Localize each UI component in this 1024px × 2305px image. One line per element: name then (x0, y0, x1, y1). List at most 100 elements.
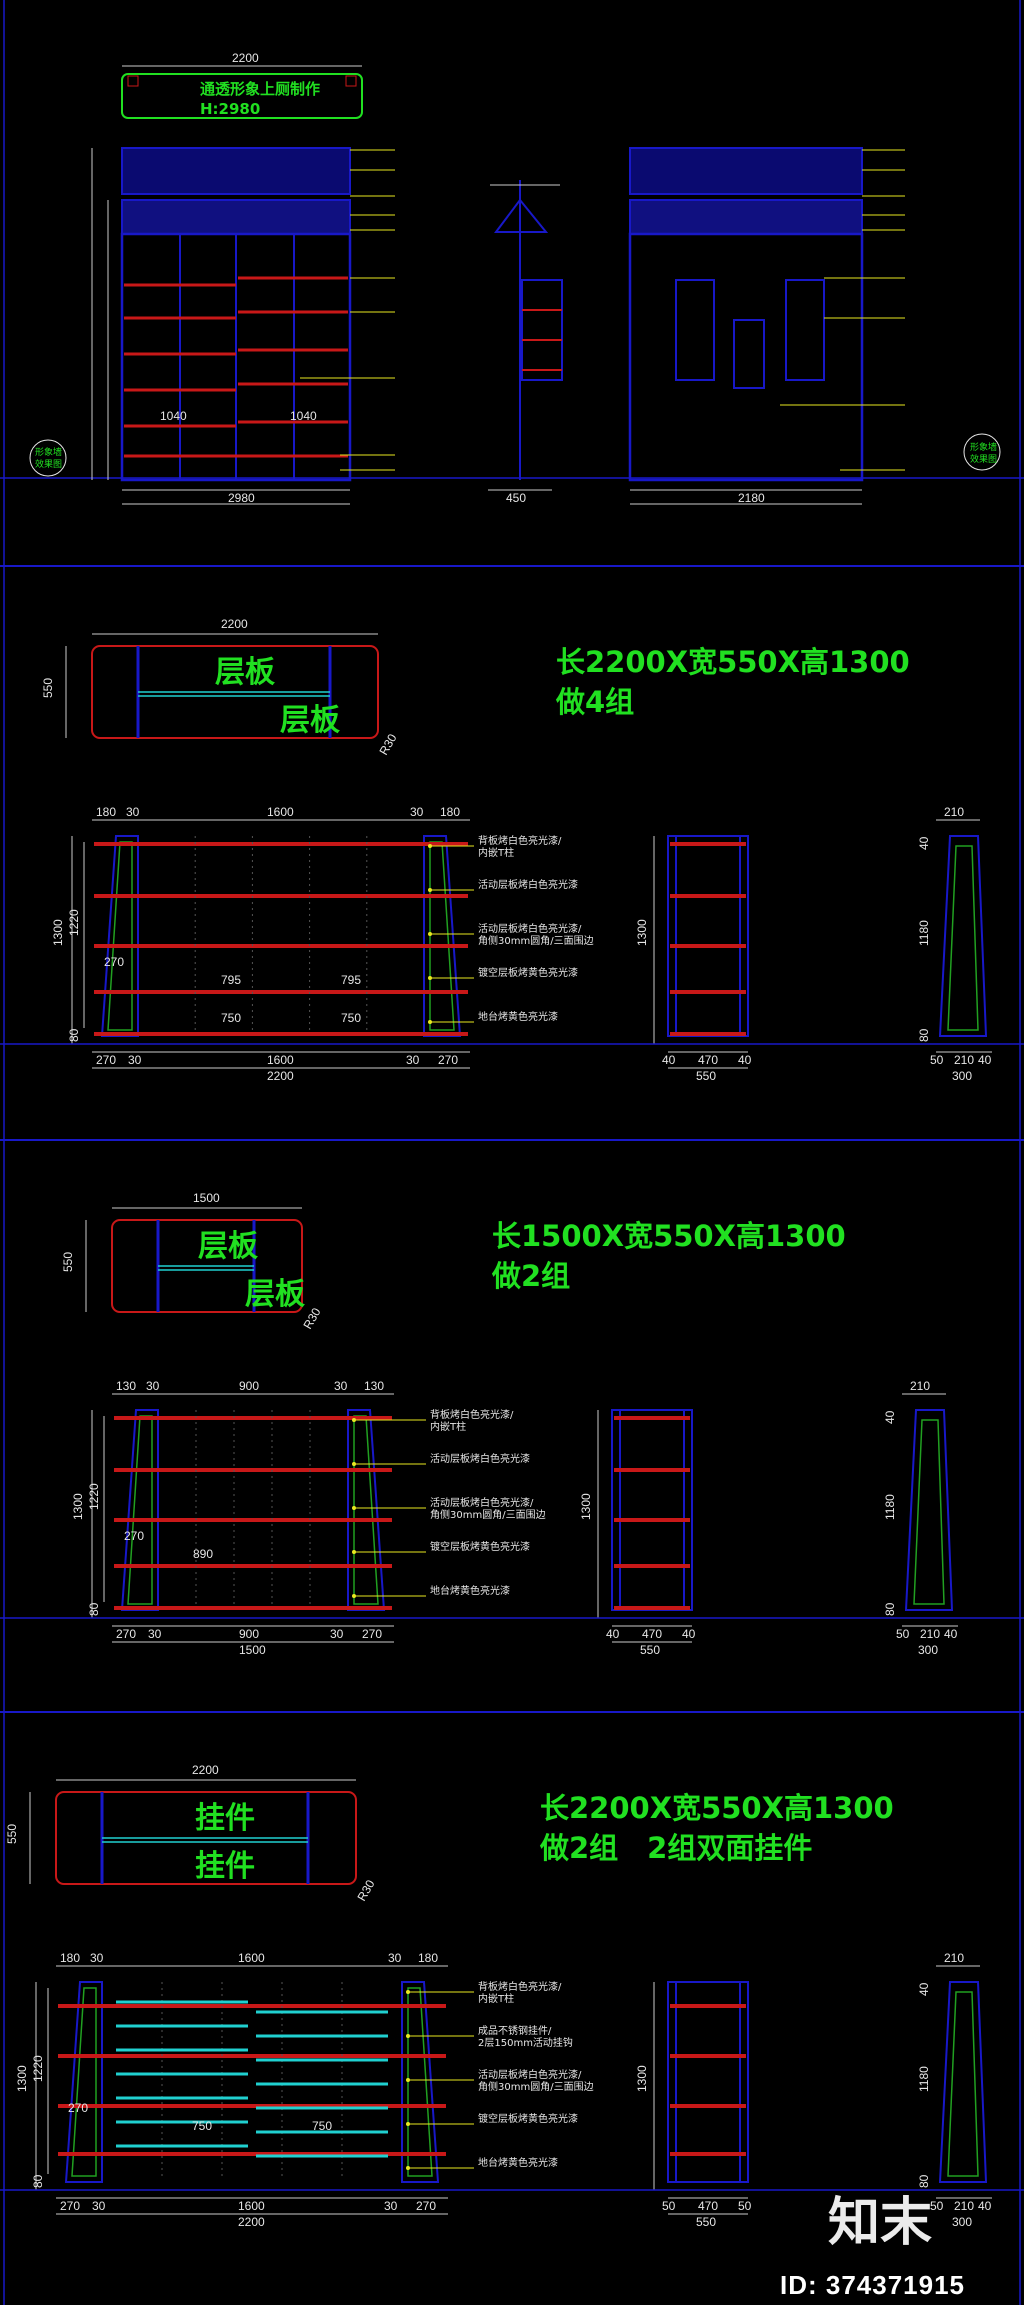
end-base: 80 (917, 1028, 931, 1042)
plan-label-top: 层板 (198, 1229, 258, 1264)
inner-dim-left: 270 (104, 955, 124, 969)
bottom-dim-value: 30 (148, 1627, 162, 1641)
spec-line-1: 长2200X宽550X高1300 (540, 1791, 894, 1825)
note-text: 活动层板烤白色亮光漆/ (430, 1496, 534, 1509)
leader-dot (352, 1418, 356, 1422)
leader-dot (406, 1990, 410, 1994)
plan-corner-tag: R30 (354, 1877, 377, 1903)
side-panel-right-inner (407, 1987, 433, 2177)
bottom-dim-value: 30 (128, 1053, 142, 1067)
note-text: 背板烤白色亮光漆/ (430, 1408, 514, 1421)
svg-text:形象墙: 形象墙 (35, 446, 62, 458)
watermark-logo: 知末 (828, 2193, 933, 2253)
plan-width-label: 1500 (193, 1191, 220, 1205)
note-text: 角侧30mm圆角/三面围边 (478, 934, 594, 947)
spec-line-2: 做2组 2组双面挂件 (539, 1831, 812, 1865)
end-dim: 210 (920, 1627, 940, 1641)
top-elevation-back: 2180 形象墙 效果图 (628, 147, 1001, 505)
end-total: 300 (918, 1643, 938, 1657)
inner-dim: 750 (341, 1011, 361, 1025)
end-base: 80 (917, 2174, 931, 2188)
end-total: 300 (952, 1069, 972, 1083)
plan-corner-tag: R30 (376, 731, 399, 757)
end-dim: 50 (896, 1627, 910, 1641)
dim-top: 2200 (232, 51, 259, 65)
end-height: 1180 (917, 920, 931, 946)
side-dim: 50 (662, 2199, 676, 2213)
dim-back-width: 2180 (738, 491, 765, 505)
bottom-dim-value: 900 (239, 1627, 259, 1641)
side-panel-right-inner (353, 1415, 379, 1605)
inner-dim: 750 (192, 2119, 212, 2133)
top-dim-value: 180 (440, 805, 460, 819)
spec-line-2: 做2组 (491, 1259, 570, 1293)
banner-corner (345, 75, 357, 87)
bottom-dim-value: 270 (362, 1627, 382, 1641)
note-text: 地台烤黄色亮光漆 (430, 1584, 510, 1597)
side-dim: 470 (642, 1627, 662, 1641)
bottom-total: 2200 (267, 1069, 294, 1083)
note-text: 角侧30mm圆角/三面围边 (478, 2080, 594, 2093)
leader-dot (406, 2122, 410, 2126)
end-dim: 210 (954, 1053, 974, 1067)
side-panel-right (401, 1981, 440, 2183)
bottom-dim-value: 270 (438, 1053, 458, 1067)
top-dim-value: 130 (116, 1379, 136, 1393)
inner-dim: 750 (312, 2119, 332, 2133)
note-text: 镀空层板烤黄色亮光漆 (478, 2112, 578, 2125)
end-base: 80 (883, 1602, 897, 1616)
side-panel-left-inner (71, 1987, 97, 2177)
side-dim: 470 (698, 1053, 718, 1067)
leader-dot (352, 1506, 356, 1510)
leader-dot (428, 888, 432, 892)
plan-depth-label: 550 (61, 1252, 75, 1272)
side-total: 550 (696, 2215, 716, 2229)
leader-dot (406, 2166, 410, 2170)
bottom-dim-value: 270 (60, 2199, 80, 2213)
note-text: 活动层板烤白色亮光漆 (478, 878, 578, 891)
plan-label-top: 挂件 (195, 1801, 255, 1836)
top-elevation-side: 450 (488, 180, 563, 505)
height-sub: 1220 (31, 2055, 45, 2082)
top-dim-value: 1600 (238, 1951, 265, 1965)
side-view-frame (667, 1981, 749, 2183)
plan-label-top: 层板 (215, 655, 275, 690)
bottom-dim-value: 30 (330, 1627, 344, 1641)
banner-title: 通透形象上厕制作 (200, 80, 320, 98)
leader-dot (428, 932, 432, 936)
end-profile-inner (947, 1991, 979, 2177)
plan-depth-label: 550 (41, 678, 55, 698)
note-text: 地台烤黄色亮光漆 (478, 2156, 558, 2169)
end-dim: 40 (978, 2199, 992, 2213)
end-profile (938, 835, 988, 1037)
leader-dot (352, 1462, 356, 1466)
note-text: 镀空层板烤黄色亮光漆 (430, 1540, 530, 1553)
banner-box (121, 73, 363, 119)
side-panel-right-inner (429, 841, 455, 1031)
top-dim-value: 180 (96, 805, 116, 819)
end-total: 300 (952, 2215, 972, 2229)
inner-dim: 750 (221, 1011, 241, 1025)
leader-dot (428, 1020, 432, 1024)
top-dim-value: 30 (90, 1951, 104, 1965)
top-dim-value: 900 (239, 1379, 259, 1393)
end-dim: 40 (944, 1627, 958, 1641)
end-profile (938, 1981, 988, 2183)
svg-text:效果图: 效果图 (35, 458, 62, 470)
top-dim-value: 1600 (267, 805, 294, 819)
end-top-small: 40 (917, 836, 931, 850)
leader-dot (352, 1594, 356, 1598)
top-dim-value: 30 (146, 1379, 160, 1393)
leader-dot (406, 2078, 410, 2082)
inner-dim: 795 (221, 973, 241, 987)
end-top-dim: 210 (944, 1951, 964, 1965)
height-sub: 1220 (67, 909, 81, 936)
note-text: 背板烤白色亮光漆/ (478, 1980, 562, 1993)
side-height: 1300 (579, 1493, 593, 1520)
bottom-total: 2200 (238, 2215, 265, 2229)
spec-line-1: 长1500X宽550X高1300 (492, 1219, 846, 1253)
side-height: 1300 (635, 919, 649, 946)
height-total: 1300 (71, 1493, 85, 1520)
side-view-frame (611, 1409, 693, 1611)
